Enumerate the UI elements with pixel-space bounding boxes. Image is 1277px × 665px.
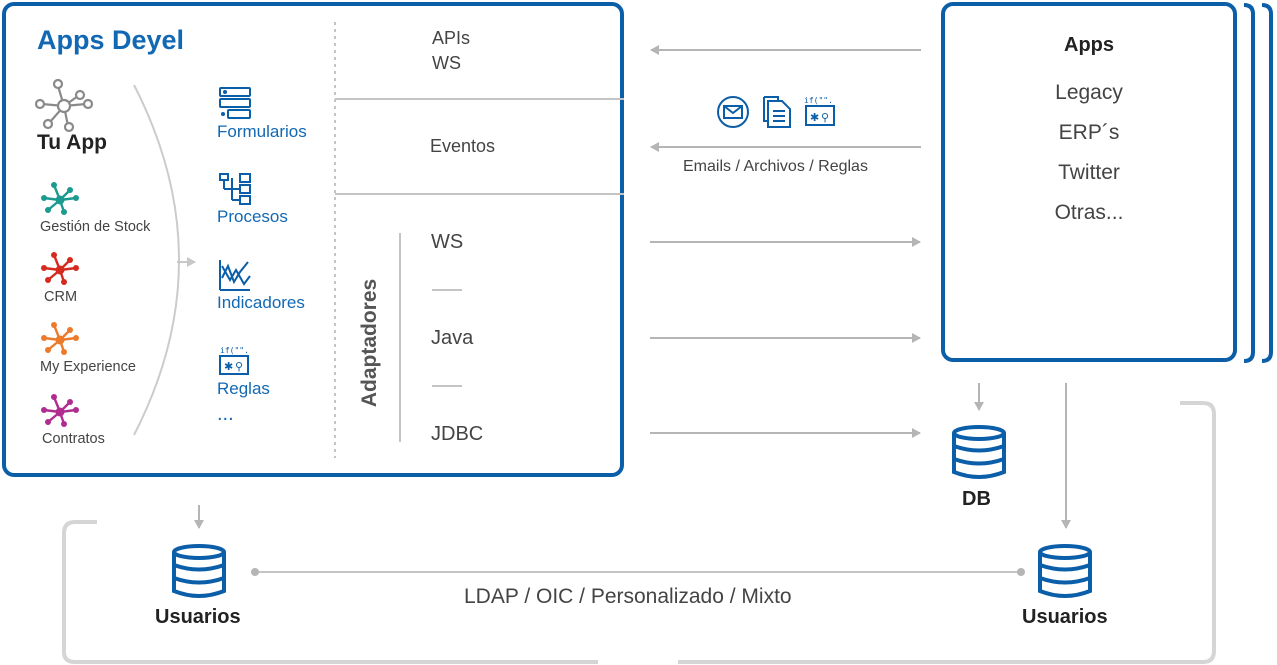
- procesos-icon: [219, 173, 251, 205]
- ws-top-label: WS: [432, 53, 461, 73]
- usuarios-right-label: Usuarios: [1022, 606, 1108, 628]
- feature-formularios: Formularios: [217, 122, 307, 141]
- external-app-erps: ERP´s: [1058, 121, 1120, 144]
- app-label-gestion-stock: Gestión de Stock: [40, 219, 151, 235]
- apps-deyel-title: Apps Deyel: [37, 25, 185, 55]
- db-icon: [952, 425, 1006, 479]
- app-label-contratos: Contratos: [42, 431, 105, 447]
- adapter-java: Java: [431, 327, 474, 349]
- external-app-otras: Otras...: [1054, 201, 1124, 224]
- eventos-label: Eventos: [430, 136, 496, 156]
- apps-deyel-inner-lines: [133, 22, 624, 458]
- feature-more: ...: [217, 403, 234, 425]
- channel-label: Emails / Archivos / Reglas: [683, 158, 868, 175]
- crm-icon: [41, 252, 79, 285]
- auth-bracket-left: [62, 520, 598, 664]
- formularios-icon: [219, 87, 251, 119]
- svg-text:⚲: ⚲: [235, 360, 243, 373]
- svg-text:⚲: ⚲: [821, 111, 829, 124]
- tu-app-icon: [34, 78, 94, 133]
- external-apps-panel: [941, 2, 1237, 362]
- rule-icon-text: if("".: [804, 96, 833, 105]
- adaptadores-label: Adaptadores: [358, 278, 381, 408]
- usuarios-right-db-icon: [1038, 544, 1092, 598]
- auth-bracket-right: [678, 401, 1216, 664]
- auth-line-dot-right: [1017, 568, 1025, 576]
- external-app-legacy: Legacy: [1055, 81, 1123, 104]
- external-app-twitter: Twitter: [1058, 161, 1120, 184]
- auth-line-dot-left: [251, 568, 259, 576]
- feature-indicadores: Indicadores: [217, 293, 305, 312]
- app-label-crm: CRM: [44, 289, 78, 305]
- feature-procesos: Procesos: [217, 207, 288, 226]
- adapter-ws: WS: [431, 231, 464, 253]
- tu-app-label: Tu App: [37, 131, 107, 154]
- app-label-my-experience: My Experience: [40, 359, 136, 375]
- my-experience-icon: [41, 322, 79, 355]
- right-stack-frame-1: [1243, 3, 1255, 363]
- svg-text:✱: ✱: [224, 360, 233, 373]
- feature-reglas: Reglas: [217, 379, 270, 398]
- right-stack-frame-2: [1261, 3, 1273, 363]
- email-icon: [717, 96, 749, 128]
- external-apps-title: Apps: [1064, 34, 1114, 56]
- auth-methods-label: LDAP / OIC / Personalizado / Mixto: [464, 585, 792, 608]
- apps-deyel-panel: [2, 2, 624, 477]
- rule-icon: if("". ✱ ⚲: [804, 96, 835, 126]
- svg-text:✱: ✱: [810, 111, 819, 124]
- reglas-icon: if("". ✱ ⚲: [219, 346, 249, 375]
- gestion-stock-icon: [41, 182, 79, 215]
- indicadores-icon: [219, 260, 251, 291]
- contratos-icon: [41, 394, 79, 427]
- usuarios-left-label: Usuarios: [155, 606, 241, 628]
- reglas-icon-text: if("".: [220, 346, 249, 355]
- usuarios-left-db-icon: [172, 544, 226, 598]
- db-label: DB: [962, 488, 991, 510]
- file-icon: [763, 96, 791, 128]
- apis-label: APIs: [432, 28, 471, 48]
- adapter-jdbc: JDBC: [431, 423, 484, 445]
- apps-arc: [133, 84, 180, 436]
